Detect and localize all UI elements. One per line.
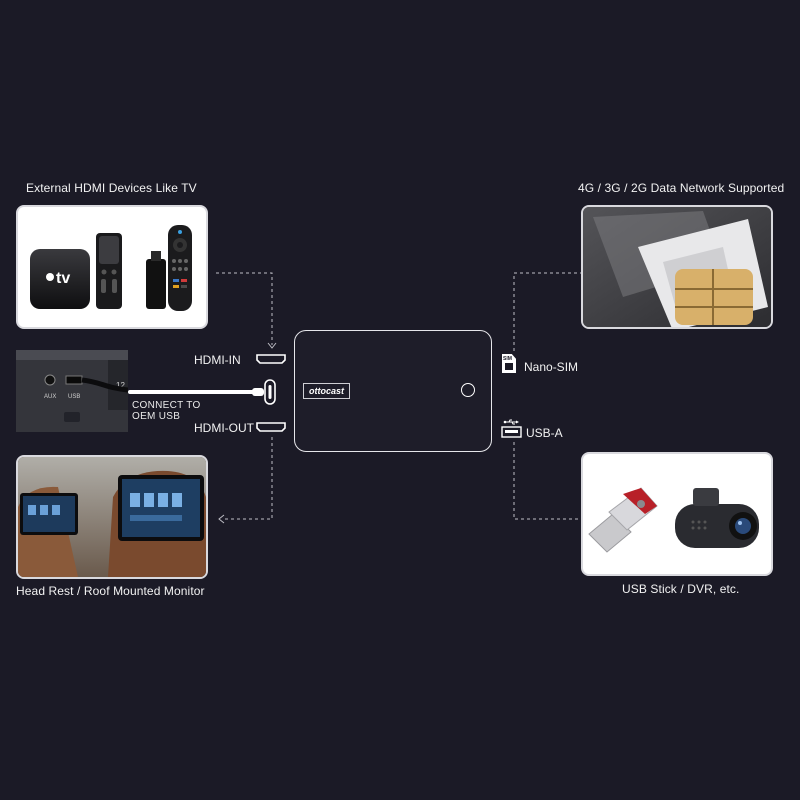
usb-port-slot xyxy=(65,375,83,385)
panel-hdmi-devices: tv xyxy=(16,205,208,329)
hdmi-devices-illustration: tv xyxy=(30,225,192,311)
connector-usb xyxy=(513,442,583,520)
fire-stick xyxy=(146,259,166,309)
label-usb-a: USB-A xyxy=(526,426,563,440)
sim-chip-icon xyxy=(675,269,753,325)
monitor-screen-right xyxy=(118,475,204,541)
oem-usb-label: CONNECT TO OEM USB xyxy=(132,400,201,422)
connector-hdmi-out xyxy=(222,437,273,520)
usb-c-port-icon xyxy=(264,379,276,405)
apple-tv-logo-text: tv xyxy=(56,270,70,287)
arrow-down-hdmi-in xyxy=(267,342,277,349)
brand-logo: ottocast xyxy=(303,383,351,399)
monitor-screen-left xyxy=(20,493,78,535)
caption-monitor: Head Rest / Roof Mounted Monitor xyxy=(16,584,205,598)
panel-monitor xyxy=(16,455,208,579)
usb-a-port-icon xyxy=(501,419,522,438)
headrest-monitor-illustration xyxy=(18,457,206,577)
power-button xyxy=(461,383,475,397)
panel-car-usb-port: AUX USB 12 xyxy=(16,350,128,432)
svg-text:USB: USB xyxy=(68,394,80,400)
panel-usb-devices xyxy=(581,452,773,576)
svg-text:12: 12 xyxy=(116,381,125,390)
caption-usb-devices: USB Stick / DVR, etc. xyxy=(622,582,740,596)
hdmi-in-port-icon xyxy=(256,354,286,364)
usb-dvr-illustration xyxy=(588,487,759,553)
sim-card-icon: SIM xyxy=(502,354,516,373)
usb-stick-icon xyxy=(588,487,658,553)
label-hdmi-out: HDMI-OUT xyxy=(194,421,254,435)
dashcam-icon xyxy=(675,488,759,548)
usb-cable xyxy=(128,388,264,396)
sim-card-illustration xyxy=(583,207,771,327)
aux-port-icon xyxy=(44,374,56,386)
caption-network: 4G / 3G / 2G Data Network Supported xyxy=(578,181,785,195)
arrow-left-hdmi-out xyxy=(218,514,225,524)
panel-sim-network xyxy=(581,205,773,329)
label-hdmi-in: HDMI-IN xyxy=(194,353,241,367)
caption-hdmi-devices: External HDMI Devices Like TV xyxy=(26,181,197,195)
apple-tv-box xyxy=(30,249,90,309)
apple-logo-icon xyxy=(46,273,54,281)
connector-sim xyxy=(513,272,583,352)
ottocast-device: ottocast xyxy=(294,330,492,452)
connector-hdmi-in xyxy=(216,272,273,345)
svg-text:AUX: AUX xyxy=(44,394,56,400)
label-nano-sim: Nano-SIM xyxy=(524,360,579,374)
hdmi-out-port-icon xyxy=(256,422,286,432)
